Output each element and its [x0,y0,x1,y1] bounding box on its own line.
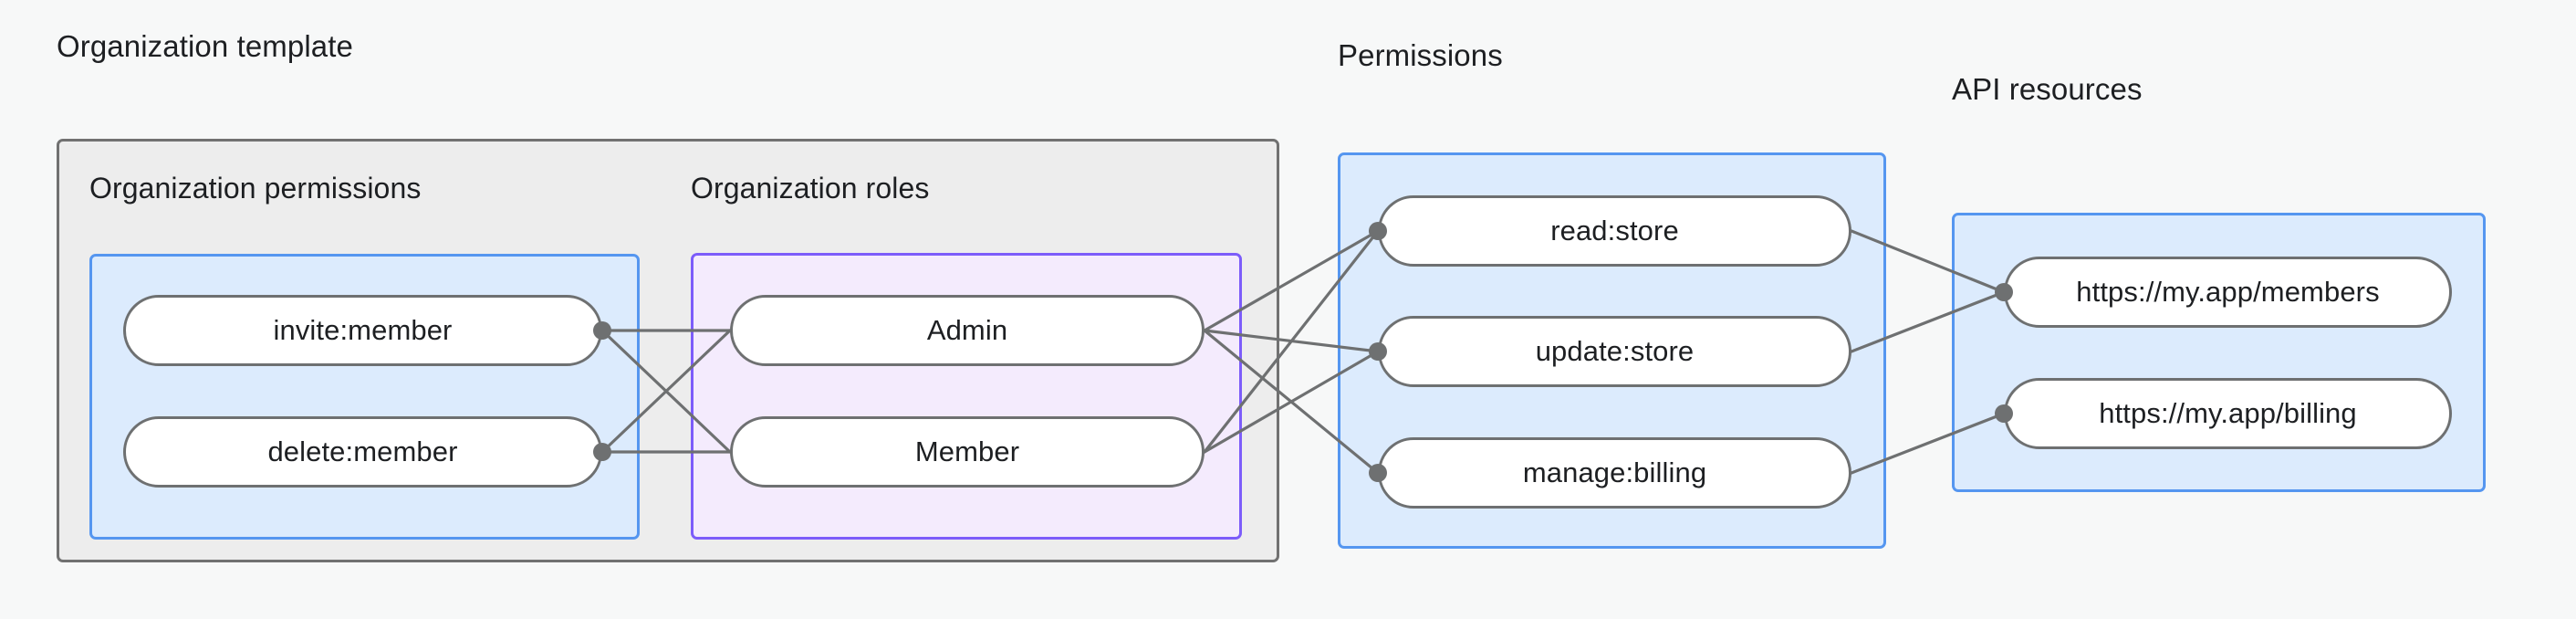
node-update-store[interactable]: update:store [1378,316,1851,387]
connector-dot-invite-member [593,321,611,340]
group-title-organization-template: Organization template [57,29,353,63]
connector-dot-delete-member [593,443,611,461]
connector-dot-update-store [1369,342,1387,361]
node-read-store[interactable]: read:store [1378,195,1851,267]
group-title-organization-permissions: Organization permissions [89,172,422,205]
node-member[interactable]: Member [730,416,1205,488]
connector-dot-read-store [1369,222,1387,240]
node-admin[interactable]: Admin [730,295,1205,366]
node-invite-member[interactable]: invite:member [123,295,602,366]
node-billing-url[interactable]: https://my.app/billing [2004,378,2452,449]
group-box-api-resources [1952,213,2486,492]
group-title-api-resources: API resources [1952,72,2143,106]
node-delete-member[interactable]: delete:member [123,416,602,488]
connector-dot-members-url [1995,283,2013,301]
node-manage-billing[interactable]: manage:billing [1378,437,1851,509]
group-title-permissions: Permissions [1338,38,1503,72]
connector-dot-billing-url [1995,404,2013,423]
node-members-url[interactable]: https://my.app/members [2004,257,2452,328]
connector-dot-manage-billing [1369,464,1387,482]
group-title-organization-roles: Organization roles [691,172,930,205]
